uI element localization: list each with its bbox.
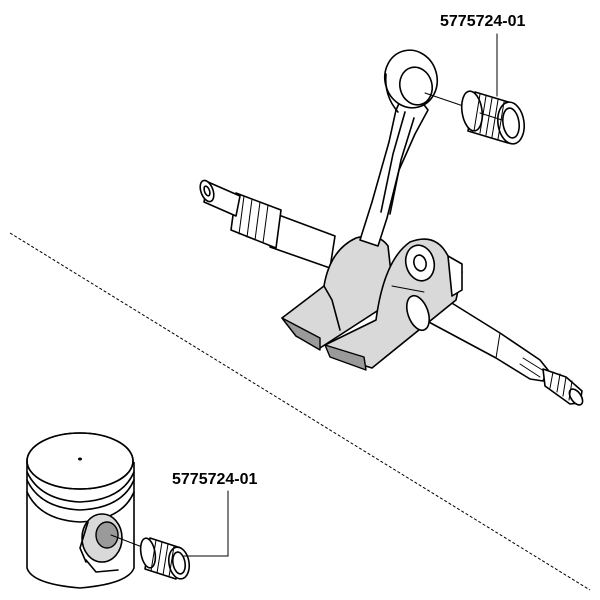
- needle-bearing-lower: [110, 534, 191, 580]
- part-number-label-upper: 5775724-01: [440, 13, 526, 30]
- callout-leader-lower: [183, 490, 229, 557]
- piston: [26, 432, 135, 589]
- separator-dashed-line: [9, 232, 591, 591]
- part-number-label-lower: 5775724-01: [172, 471, 258, 488]
- needle-bearing-upper: [424, 90, 526, 145]
- crankshaft: [199, 49, 584, 406]
